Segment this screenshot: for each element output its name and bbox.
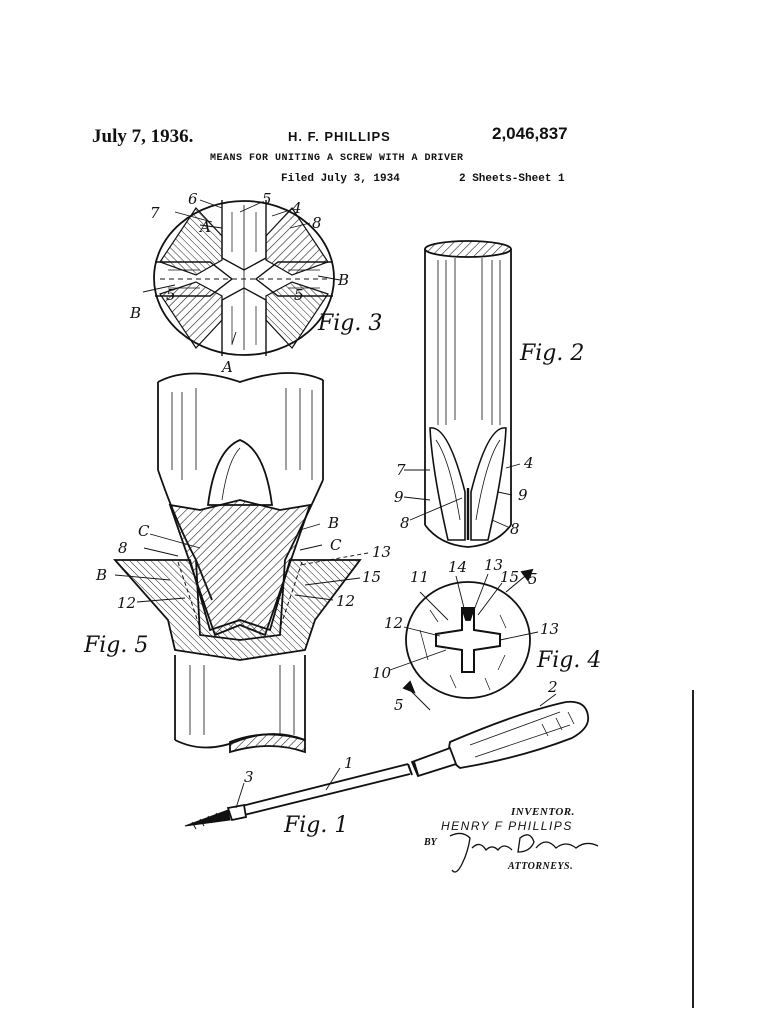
ref-B-fig5-left: B — [95, 566, 107, 584]
ref-5-section-right: 5 — [294, 286, 304, 304]
ref-A-top: A — [198, 218, 211, 236]
ref-9-fig2-right: 9 — [518, 486, 528, 504]
sheet-border-line — [692, 690, 694, 1008]
ref-12-fig5-right: 12 — [336, 592, 355, 610]
inventor-name: HENRY F PHILLIPS — [441, 819, 573, 833]
ref-5-fig4-top: 5 — [528, 570, 538, 588]
inventor-label: INVENTOR. — [511, 806, 575, 818]
ref-5-fig4-bottom: 5 — [394, 696, 404, 714]
ref-4-fig3: 4 — [291, 199, 302, 217]
ref-15-fig5: 15 — [362, 568, 381, 586]
ref-13-fig4-top: 13 — [484, 556, 503, 574]
attorney-signature — [449, 832, 599, 873]
ref-12-fig4: 12 — [384, 614, 403, 632]
fig3-driver-end-view — [153, 200, 335, 356]
fig1-caption: Fig. 1 — [283, 813, 348, 838]
ref-14-fig4: 14 — [448, 558, 467, 576]
ref-8-fig5: 8 — [118, 539, 128, 557]
ref-10-fig4: 10 — [372, 664, 392, 682]
fig1-screwdriver — [184, 700, 590, 830]
ref-B-left: B — [129, 304, 141, 322]
ref-7-fig3: 7 — [150, 204, 160, 222]
ref-C-left: C — [138, 522, 150, 540]
ref-C-right: C — [330, 536, 342, 554]
ref-B-fig5-right: B — [327, 514, 339, 532]
ref-11-fig4: 11 — [410, 568, 429, 586]
fig3-caption: Fig. 3 — [317, 311, 382, 336]
ref-8-fig2-right: 8 — [510, 520, 520, 538]
fig5-caption: Fig. 5 — [83, 633, 148, 658]
ref-A-bottom: A — [220, 358, 233, 376]
ref-9-fig2-left: 9 — [394, 488, 404, 506]
ref-7-fig2: 7 — [396, 461, 406, 479]
inventor-header: H. F. PHILLIPS — [288, 129, 391, 144]
fig4-caption: Fig. 4 — [536, 648, 601, 673]
patent-date: July 7, 1936. — [92, 126, 194, 147]
ref-4-fig2: 4 — [523, 454, 534, 472]
ref-2-fig1: 2 — [547, 678, 558, 696]
patent-number: 2,046,837 — [492, 124, 568, 143]
ref-3-fig1: 3 — [244, 768, 254, 786]
by-label: BY — [424, 837, 437, 848]
fig2-caption: Fig. 2 — [519, 341, 584, 366]
ref-13-fig5: 13 — [372, 543, 391, 561]
ref-5-fig3: 5 — [262, 190, 272, 208]
ref-8-fig2-left: 8 — [400, 514, 410, 532]
patent-title: MEANS FOR UNITING A SCREW WITH A DRIVER — [210, 153, 464, 164]
fig5-driver-in-screw-section — [113, 372, 362, 754]
ref-5-section-left: 5 — [166, 286, 176, 304]
ref-B-right: B — [337, 271, 349, 289]
attorneys-label: ATTORNEYS. — [508, 861, 574, 872]
ref-13-fig4-right: 13 — [540, 620, 559, 638]
leader-lines — [114, 199, 557, 809]
ref-8-fig3: 8 — [312, 214, 322, 232]
ref-12-fig5-left: 12 — [117, 594, 136, 612]
fig2-driver-tip — [424, 240, 512, 548]
filed-date: Filed July 3, 1934 — [281, 173, 400, 185]
fig4-screw-head-view — [402, 568, 534, 711]
ref-6-fig3: 6 — [188, 190, 198, 208]
sheet-count: 2 Sheets-Sheet 1 — [459, 173, 565, 185]
ref-15-fig4: 15 — [500, 568, 519, 586]
ref-1-fig1: 1 — [344, 754, 354, 772]
